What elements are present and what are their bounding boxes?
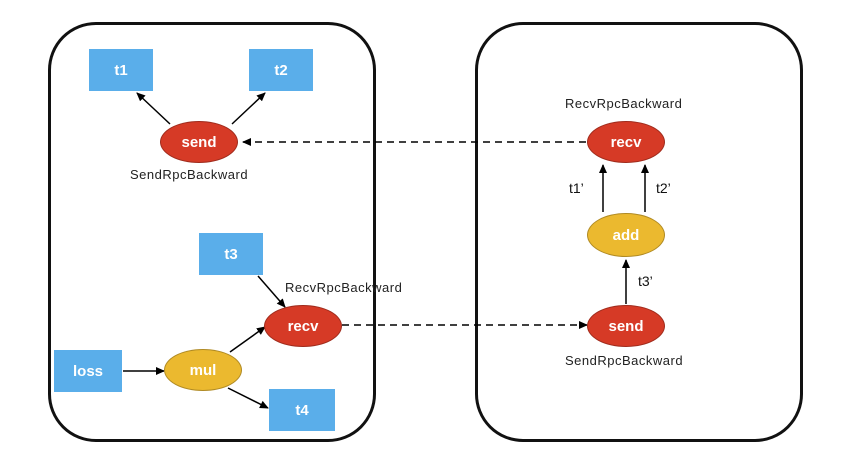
left-send-node-label: send	[181, 133, 217, 151]
edge-label-t3-prime: t3’	[638, 273, 653, 289]
right-send-node: send	[587, 305, 665, 347]
right-add-node: add	[587, 213, 665, 257]
tensor-t1-box: t1	[89, 49, 153, 91]
edge-t3-to-recv	[257, 275, 286, 308]
tensor-t4-box: t4	[269, 389, 335, 431]
left-send-node: send	[160, 121, 238, 163]
edge-send-to-t1	[136, 92, 171, 125]
left-recv-node: recv	[264, 305, 342, 347]
right-recv-caption: RecvRpcBackward	[565, 96, 683, 111]
left-mul-node: mul	[164, 349, 242, 391]
right-recv-node-label: recv	[610, 133, 642, 151]
edge-mul-to-recv	[229, 326, 266, 353]
right-add-node-label: add	[612, 226, 640, 244]
tensor-loss-label: loss	[72, 362, 103, 380]
edge-label-t2-prime: t2’	[656, 180, 671, 196]
edge-send-to-t2	[231, 92, 266, 125]
right-send-caption: SendRpcBackward	[565, 353, 684, 368]
left-send-caption: SendRpcBackward	[130, 167, 249, 182]
tensor-t2-label: t2	[274, 61, 288, 79]
tensor-t2-box: t2	[249, 49, 313, 91]
tensor-loss-box: loss	[54, 350, 122, 392]
tensor-t4-label: t4	[295, 401, 309, 419]
right-recv-node: recv	[587, 121, 665, 163]
tensor-t3-label: t3	[224, 245, 238, 263]
tensor-t1-label: t1	[114, 61, 128, 79]
left-mul-node-label: mul	[189, 361, 217, 379]
right-send-node-label: send	[608, 317, 644, 335]
left-recv-node-label: recv	[287, 317, 319, 335]
edge-label-t1-prime: t1’	[569, 180, 584, 196]
left-recv-caption: RecvRpcBackward	[285, 280, 403, 295]
edge-mul-to-t4	[227, 387, 269, 409]
tensor-t3-box: t3	[199, 233, 263, 275]
